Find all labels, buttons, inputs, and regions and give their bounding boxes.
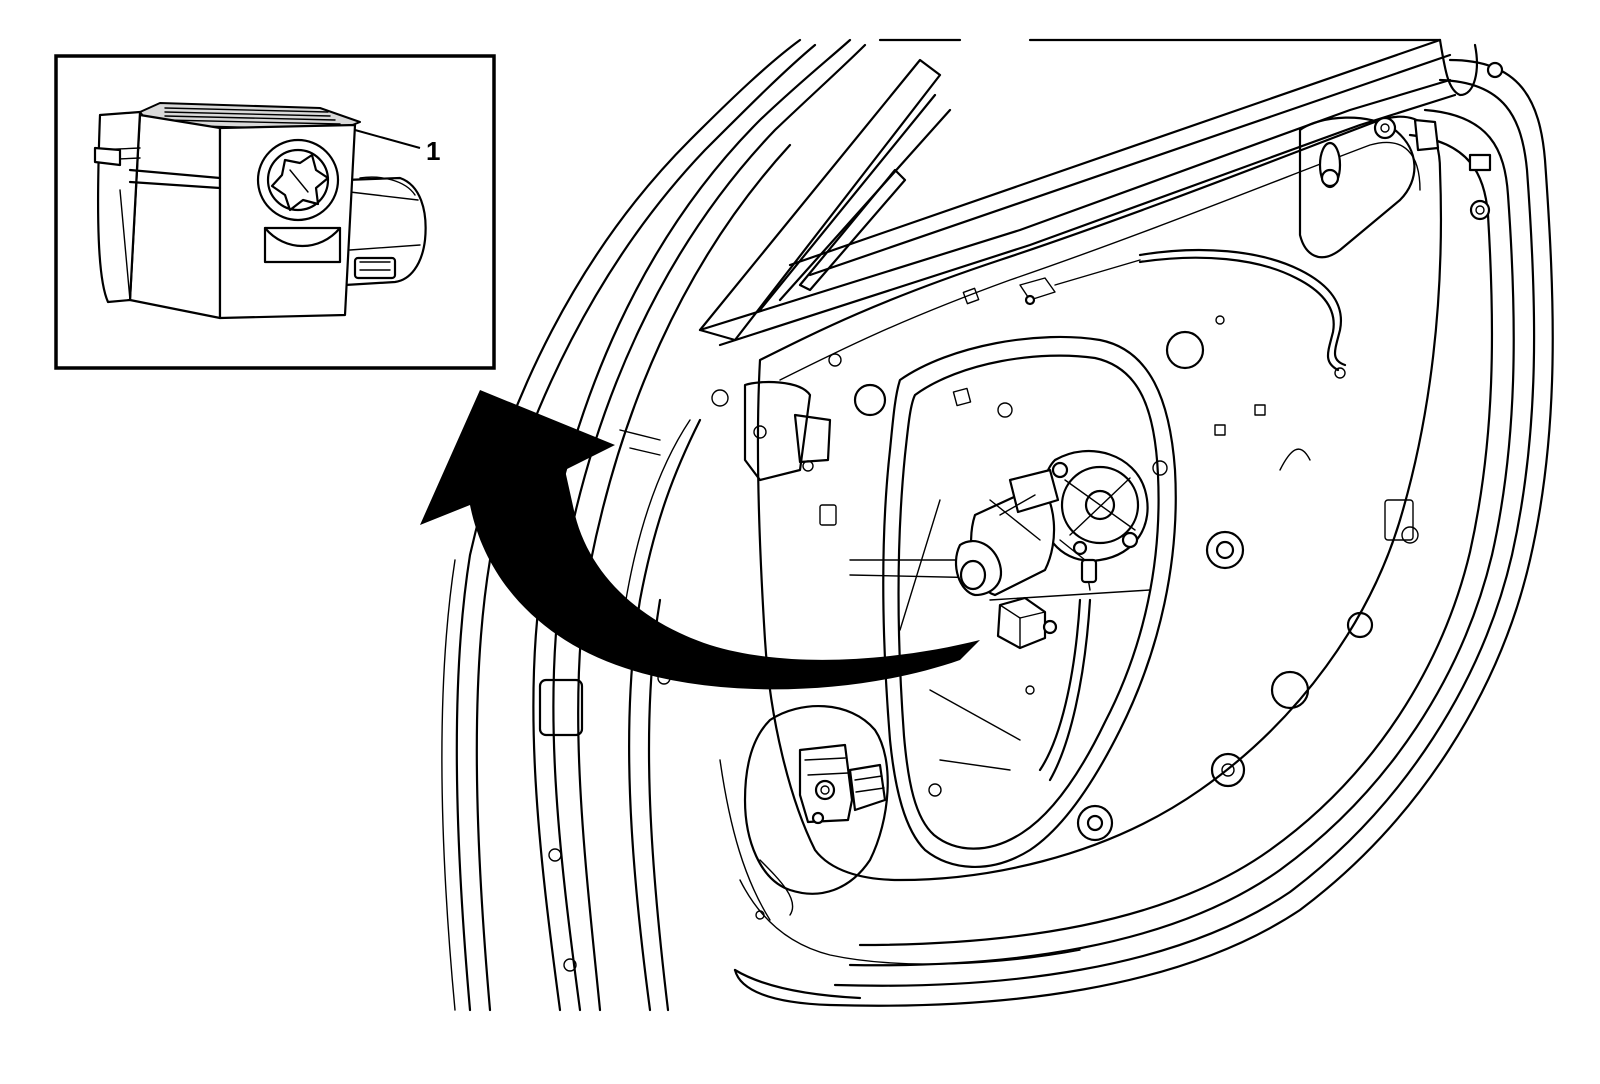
wiring-harness [1019, 248, 1347, 372]
door-lock-actuator [798, 743, 887, 825]
panel-holes [548, 315, 1419, 972]
panel-slots [538, 287, 1414, 737]
module-component [93, 102, 427, 320]
upper-bracket [1298, 38, 1504, 259]
callout-label-1: 1 [426, 136, 440, 166]
door-assembly [441, 38, 1554, 1012]
inset-detail-view: 1 [54, 54, 496, 370]
removal-direction-arrow [420, 390, 980, 690]
module-installed-location [996, 596, 1058, 650]
window-regulator-motor [955, 450, 1149, 597]
lock-opening [743, 705, 889, 916]
callout-leader-line [354, 129, 421, 149]
service-opening [849, 335, 1177, 869]
